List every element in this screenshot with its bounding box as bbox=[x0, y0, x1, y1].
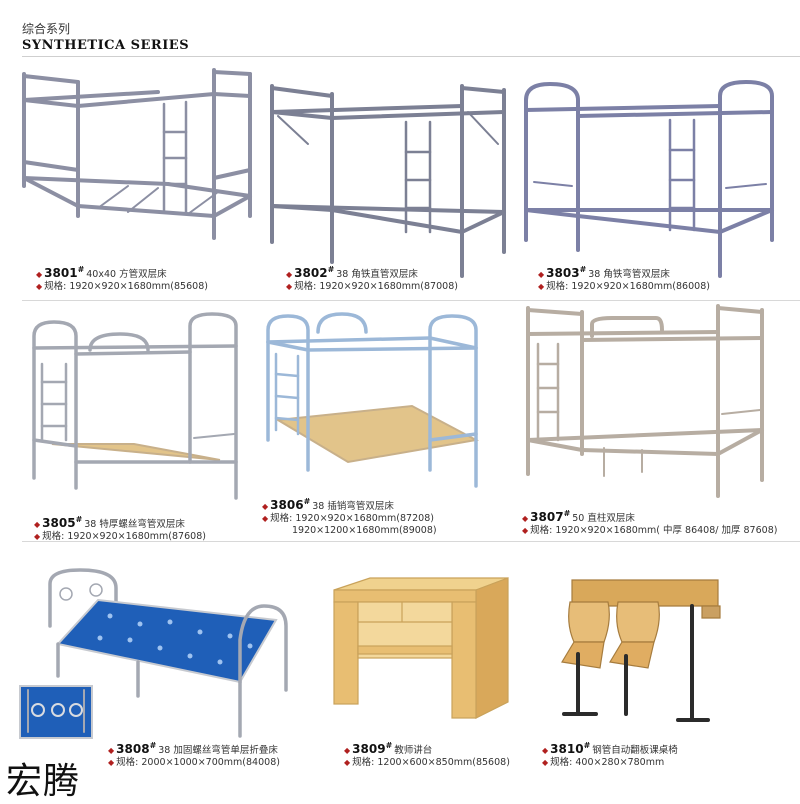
spec-label: 规格: bbox=[530, 525, 553, 536]
product-name: 38 角铁弯管双层床 bbox=[588, 269, 670, 280]
product-name: 38 角铁直管双层床 bbox=[336, 269, 418, 280]
spec-label: 规格: bbox=[116, 757, 139, 768]
diamond-icon: ◆ bbox=[522, 526, 529, 535]
product-code: 3802# bbox=[294, 265, 335, 280]
product-spec: 1920×920×1680mm(87008) bbox=[319, 281, 458, 292]
product-spec-alt: 1920×1200×1680mm(89008) bbox=[292, 525, 437, 536]
product-caption-3803: ◆3803#38 角铁弯管双层床 ◆规格: 1920×920×1680mm(86… bbox=[538, 264, 710, 293]
product-caption-3805: ◆3805#38 特厚螺丝弯管双层床 ◆规格: 1920×920×1680mm(… bbox=[34, 514, 206, 543]
brand-watermark: 宏腾 bbox=[6, 761, 81, 802]
spec-label: 规格: bbox=[42, 531, 65, 542]
spec-label: 规格: bbox=[546, 281, 569, 292]
product-image-3809 bbox=[330, 576, 510, 720]
spec-label: 规格: bbox=[44, 281, 67, 292]
diamond-icon: ◆ bbox=[538, 282, 545, 291]
diamond-icon: ◆ bbox=[108, 758, 115, 767]
product-code: 3801# bbox=[44, 265, 85, 280]
series-title-cn: 综合系列 bbox=[22, 22, 71, 36]
diamond-icon: ◆ bbox=[286, 270, 293, 279]
product-image-3806 bbox=[262, 310, 488, 490]
diamond-icon: ◆ bbox=[522, 514, 529, 523]
diamond-icon: ◆ bbox=[36, 270, 43, 279]
product-caption-3810: ◆3810#钢管自动翻板课桌椅 ◆规格: 400×280×780mm bbox=[542, 740, 678, 769]
diamond-icon: ◆ bbox=[344, 746, 351, 755]
row-divider-2 bbox=[22, 541, 800, 542]
product-spec: 1920×920×1680mm(86008) bbox=[571, 281, 710, 292]
diamond-icon: ◆ bbox=[36, 282, 43, 291]
product-image-3810 bbox=[552, 578, 722, 724]
diamond-icon: ◆ bbox=[542, 758, 549, 767]
diamond-icon: ◆ bbox=[34, 520, 41, 529]
product-name: 钢管自动翻板课桌椅 bbox=[592, 745, 678, 756]
spec-label: 规格: bbox=[550, 757, 573, 768]
series-title-en: SYNTHETICA SERIES bbox=[22, 38, 190, 53]
product-code: 3809# bbox=[352, 741, 393, 756]
product-spec: 1920×920×1680mm( 中厚 86408/ 加厚 87608) bbox=[555, 525, 778, 536]
product-spec: 1920×920×1680mm(85608) bbox=[69, 281, 208, 292]
diamond-icon: ◆ bbox=[344, 758, 351, 767]
diamond-icon: ◆ bbox=[542, 746, 549, 755]
diamond-icon: ◆ bbox=[286, 282, 293, 291]
product-name: 38 加固螺丝弯管单层折叠床 bbox=[158, 745, 278, 756]
product-image-3808 bbox=[40, 566, 288, 738]
product-caption-3806: ◆3806#38 插销弯管双层床 ◆规格: 1920×920×1680mm(87… bbox=[262, 496, 437, 537]
product-code: 3803# bbox=[546, 265, 587, 280]
product-caption-3801: ◆3801#40x40 方管双层床 ◆规格: 1920×920×1680mm(8… bbox=[36, 264, 208, 293]
product-name: 40x40 方管双层床 bbox=[86, 269, 167, 280]
product-caption-3807: ◆3807#50 直柱双层床 ◆规格: 1920×920×1680mm( 中厚 … bbox=[522, 508, 777, 537]
header-divider bbox=[22, 56, 800, 57]
product-code: 3807# bbox=[530, 509, 571, 524]
product-code: 3806# bbox=[270, 497, 311, 512]
product-name: 38 插销弯管双层床 bbox=[312, 501, 394, 512]
product-image-3805 bbox=[30, 312, 242, 506]
product-image-3801 bbox=[18, 66, 254, 256]
product-name: 38 特厚螺丝弯管双层床 bbox=[84, 519, 185, 530]
product-caption-3802: ◆3802#38 角铁直管双层床 ◆规格: 1920×920×1680mm(87… bbox=[286, 264, 458, 293]
product-caption-3809: ◆3809#教师讲台 ◆规格: 1200×600×850mm(85608) bbox=[344, 740, 510, 769]
product-image-3807 bbox=[522, 304, 766, 500]
product-spec: 2000×1000×700mm(84008) bbox=[141, 757, 280, 768]
product-code: 3805# bbox=[42, 515, 83, 530]
row-divider-1 bbox=[22, 300, 800, 301]
product-image-3803 bbox=[520, 80, 776, 280]
diamond-icon: ◆ bbox=[538, 270, 545, 279]
spec-label: 规格: bbox=[352, 757, 375, 768]
diamond-icon: ◆ bbox=[34, 532, 41, 541]
product-code: 3808# bbox=[116, 741, 157, 756]
product-image-3808-folded bbox=[14, 680, 98, 742]
product-spec: 1920×920×1680mm(87608) bbox=[67, 531, 206, 542]
product-code: 3810# bbox=[550, 741, 591, 756]
diamond-icon: ◆ bbox=[262, 514, 269, 523]
product-image-3802 bbox=[268, 82, 508, 278]
product-spec: 1920×920×1680mm(87208) bbox=[295, 513, 434, 524]
spec-label: 规格: bbox=[270, 513, 293, 524]
product-name: 50 直柱双层床 bbox=[572, 513, 635, 524]
product-spec: 400×280×780mm bbox=[575, 757, 665, 768]
diamond-icon: ◆ bbox=[108, 746, 115, 755]
spec-label: 规格: bbox=[294, 281, 317, 292]
diamond-icon: ◆ bbox=[262, 502, 269, 511]
product-caption-3808: ◆3808#38 加固螺丝弯管单层折叠床 ◆规格: 2000×1000×700m… bbox=[108, 740, 280, 769]
product-spec: 1200×600×850mm(85608) bbox=[377, 757, 510, 768]
product-name: 教师讲台 bbox=[394, 745, 433, 756]
